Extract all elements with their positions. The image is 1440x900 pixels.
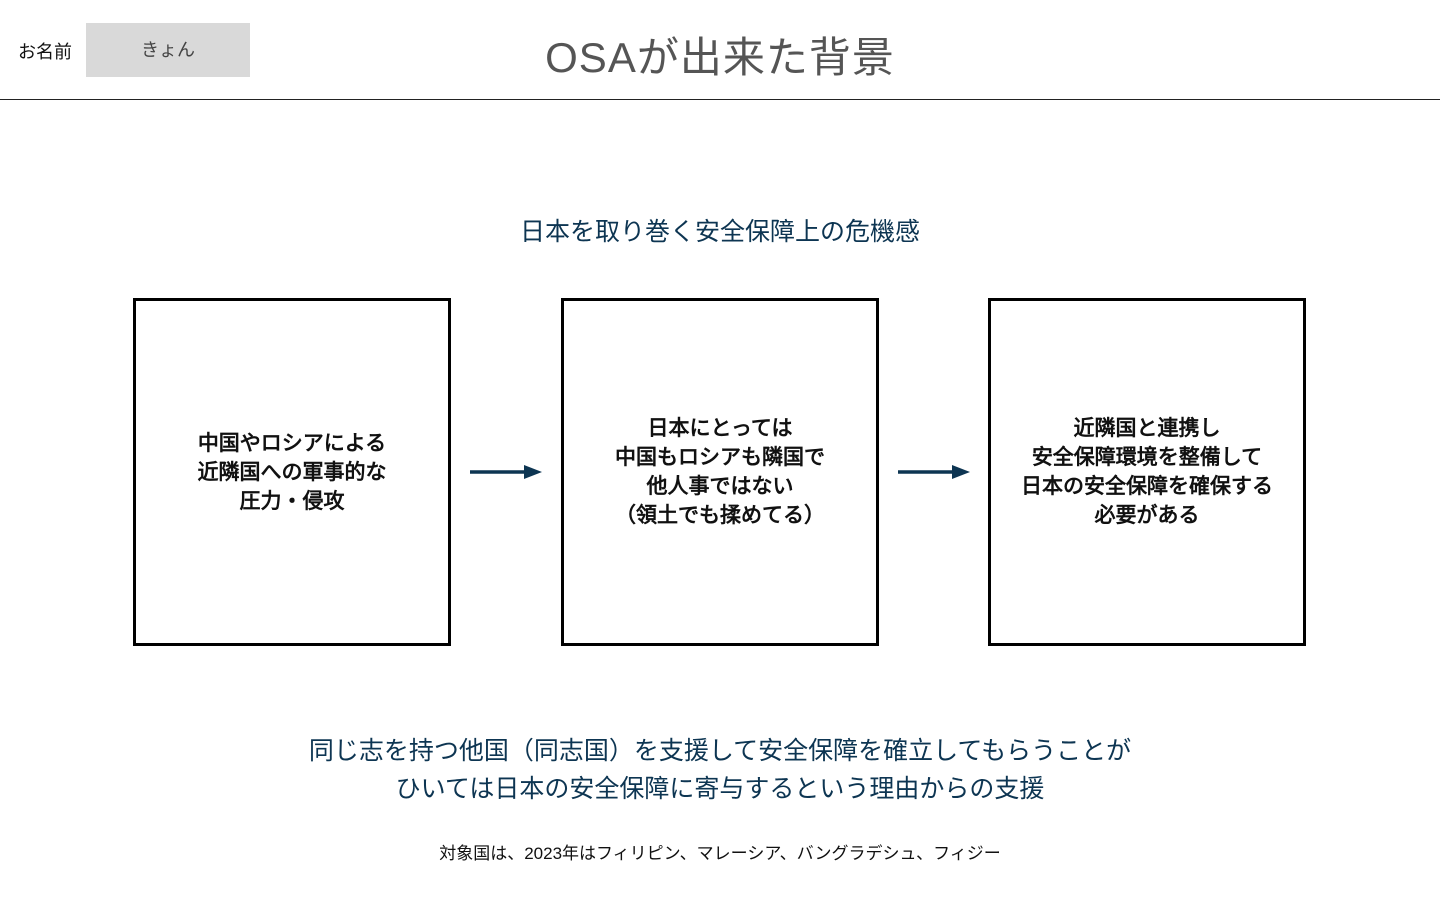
page-title: OSAが出来た背景 [545,34,895,81]
section-heading: 日本を取り巻く安全保障上の危機感 [519,218,920,246]
name-field[interactable]: きょん [86,23,250,77]
flow-box-3: 近隣国と連携し 安全保障環境を整備して 日本の安全保障を確保する 必要がある [988,298,1306,646]
flow-box-2-text: 日本にとっては 中国もロシアも隣国で 他人事ではない （領土でも揉めてる） [615,417,825,527]
flow-box-3-text: 近隣国と連携し 安全保障環境を整備して 日本の安全保障を確保する 必要がある [1021,417,1273,527]
flow-box-2: 日本にとっては 中国もロシアも隣国で 他人事ではない （領土でも揉めてる） [561,298,879,646]
footnote: 対象国は、2023年はフィリピン、マレーシア、バングラデシュ、フィジー [439,844,1001,863]
right-arrow-icon [898,465,970,479]
header: お名前 きょん OSAが出来た背景 [0,0,1440,100]
flow-box-1: 中国やロシアによる 近隣国への軍事的な 圧力・侵攻 [133,298,451,646]
flow-box-1-text: 中国やロシアによる 近隣国への軍事的な 圧力・侵攻 [197,431,387,513]
right-arrow-icon [470,465,542,479]
name-label: お名前 [18,42,72,62]
conclusion-text: 同じ志を持つ他国（同志国）を支援して安全保障を確立してもらうことが ひいては日本… [308,737,1132,803]
